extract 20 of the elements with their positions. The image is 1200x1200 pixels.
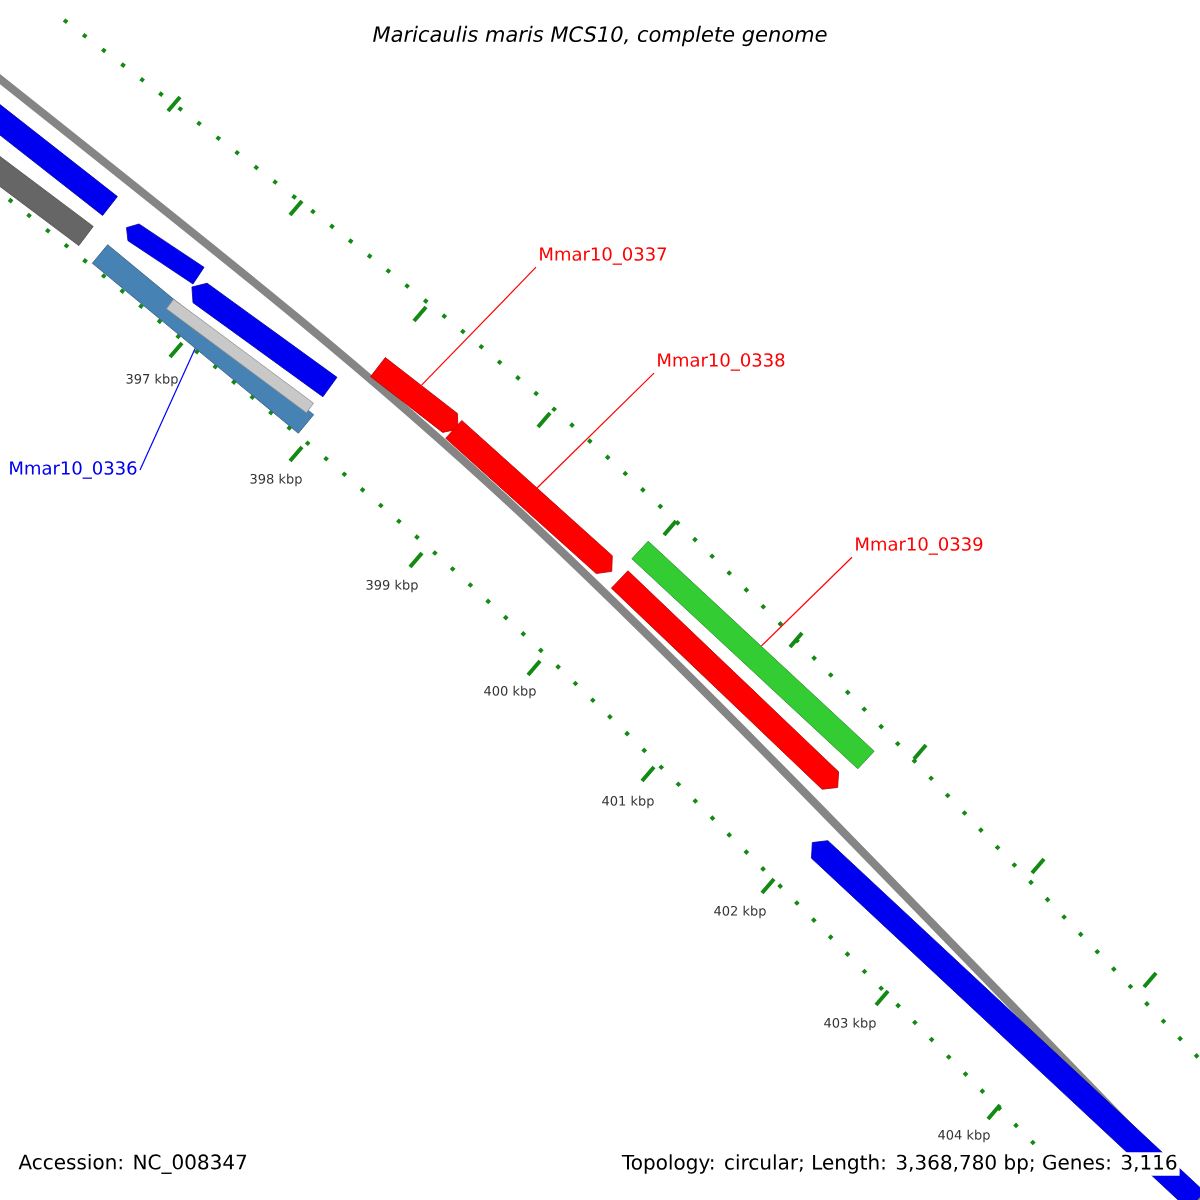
leader-line (536, 372, 655, 489)
title: Maricaulis maris MCS10, complete genome (373, 25, 827, 47)
gene-bar (445, 420, 613, 574)
gene-bar (0, 102, 118, 216)
leader-line (760, 556, 853, 647)
leader-line (139, 347, 196, 471)
leader-line (421, 266, 537, 386)
gene-bar (370, 357, 459, 433)
gene-bar (811, 840, 1200, 1200)
gene-label: Mmar10_0338 (658, 353, 785, 371)
gene-bar (91, 244, 315, 434)
summary-text: Topology: circular; Length: 3,368,780 bp; Genes: 3,116 (619, 1152, 1180, 1176)
gene-bar (611, 570, 840, 790)
gene-label: Mmar10_0337 (540, 247, 667, 265)
accession-text: Accession: NC_008347 (18, 1154, 247, 1174)
gene-bar (126, 223, 205, 285)
gene-bar (191, 282, 338, 398)
gene-label: Mmar10_0336 (10, 461, 137, 479)
gene-label: Mmar10_0339 (856, 537, 983, 555)
gene-bar (0, 154, 94, 246)
